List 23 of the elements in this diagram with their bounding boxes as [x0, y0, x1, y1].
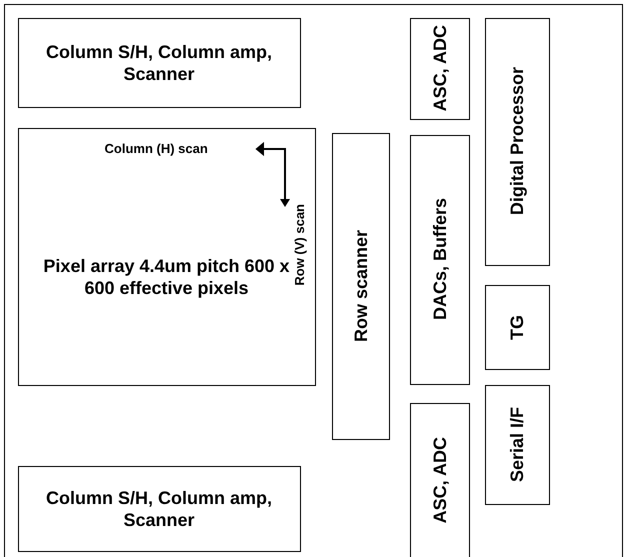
circuit-block: [484, 284, 550, 370]
chip-outline: [4, 4, 623, 557]
scan-direction-label: Column (H) scan: [104, 140, 208, 156]
circuit-block: [18, 466, 300, 552]
block-label: ASC, ADC: [428, 436, 450, 524]
circuit-block: [410, 18, 470, 120]
circuit-block: [484, 384, 550, 504]
block-label: TG: [506, 314, 528, 340]
block-label: Column S/H, Column amp, Scanner: [44, 486, 273, 530]
circuit-block: [410, 402, 470, 557]
block-label: Pixel array 4.4um pitch 600 x 600 effective pixels: [42, 254, 291, 298]
circuit-block: [332, 132, 390, 440]
block-label: Column S/H, Column amp, Scanner: [44, 40, 273, 84]
block-label: Digital Processor: [506, 67, 528, 216]
circuit-block: [18, 18, 300, 108]
circuit-block: [410, 134, 470, 384]
block-label: DACs, Buffers: [428, 198, 450, 321]
block-label: Serial I/F: [506, 406, 528, 482]
block-label: ASC, ADC: [428, 25, 450, 112]
pixel-array-block: [18, 128, 316, 386]
scan-direction-label: Row (V) scan: [292, 204, 306, 286]
block-label: Row scanner: [350, 230, 372, 342]
circuit-block: [484, 18, 550, 266]
